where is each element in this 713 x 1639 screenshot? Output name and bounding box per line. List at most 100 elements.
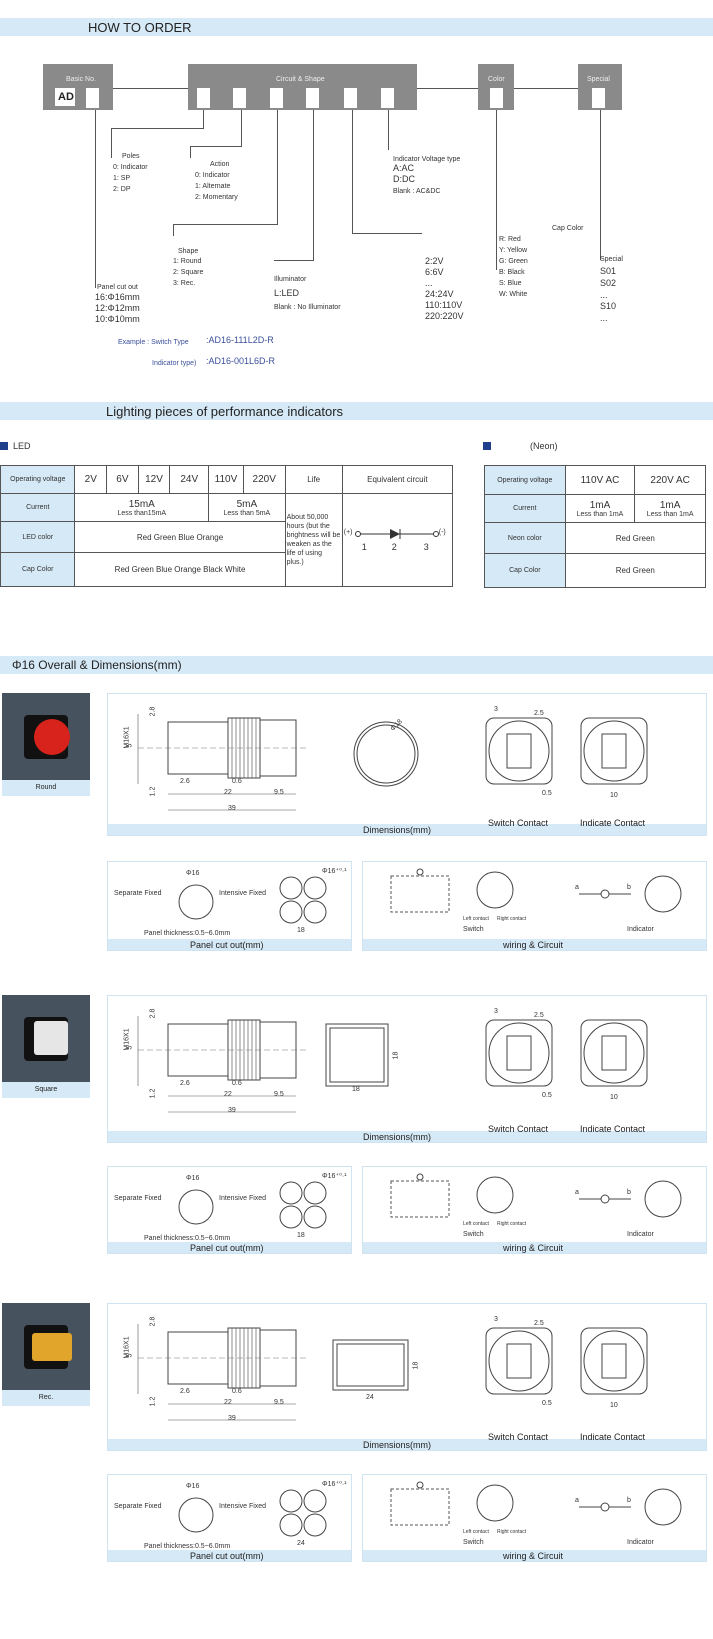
dimensions-caption: Dimensions(mm): [363, 1440, 432, 1450]
cap-color-item: B: Black: [499, 269, 525, 276]
leader-line: [111, 128, 203, 129]
indicator-lamp: [600, 889, 610, 899]
led-row-current-label: Current: [0, 493, 76, 522]
product-photo-label: Rec.: [2, 1390, 90, 1406]
special-item: ...: [600, 290, 608, 300]
dimension-label: 22: [224, 1399, 232, 1406]
wiring-drawing: [390, 1173, 682, 1218]
indicate-contact-terminals: [601, 1035, 627, 1071]
led-row-cap-color-label: Cap Color: [0, 552, 76, 587]
switch-contact-outline: [485, 1327, 553, 1395]
circuit-slot-3: [270, 88, 283, 108]
terminal-b-label: b: [627, 884, 631, 891]
dimension-label: 1.2: [149, 1088, 157, 1099]
dimension-drawing: [137, 1016, 648, 1113]
poles-item: 0: Indicator: [113, 164, 148, 171]
panel-cut-caption: Panel cut out(mm): [190, 1551, 264, 1561]
circuit-minus-label: (-): [438, 529, 446, 536]
dimension-label: 0.5: [542, 790, 552, 797]
leader-line: [600, 110, 601, 260]
dimension-label: 2.8: [149, 706, 157, 717]
indicate-contact-caption: Indicate Contact: [580, 818, 646, 828]
cap-color-title: Cap Color: [552, 225, 584, 232]
indicator-type-value: :AD16-001L6D-R: [206, 356, 276, 366]
panel-thickness-label: Panel thickness:0.5~6.0mm: [144, 930, 231, 937]
front-view-square: [325, 1023, 389, 1087]
intensive-cut-circle: [279, 1513, 303, 1537]
neon-current: 1mA Less than 1mA: [634, 494, 706, 523]
right-contact-label: Right contact: [497, 1221, 527, 1227]
product-illustration: [2, 995, 90, 1082]
intensive-fixed-label: Intensive Fixed: [219, 1503, 267, 1510]
dimension-label: 5: [126, 1045, 134, 1050]
intensive-fixed-label: Intensive Fixed: [219, 1195, 267, 1202]
circuit-slot-6: [381, 88, 394, 108]
circuit-slot-2: [233, 88, 246, 108]
neon-voltage-cell: 220V AC: [634, 465, 706, 495]
product-photo: [2, 995, 90, 1082]
separate-cut-circle: [178, 1497, 214, 1533]
switch-contact-view: [476, 871, 514, 909]
poles-title: Poles: [122, 153, 140, 160]
special-item: S01: [600, 266, 617, 276]
terminal-a-label: a: [575, 1497, 579, 1504]
poles-item: 1: SP: [113, 175, 131, 182]
indicator-voltage-item: D:DC: [393, 174, 415, 184]
dimensions-title: Φ16 Overall & Dimensions(mm): [12, 658, 182, 672]
intensive-cut-circle: [279, 900, 303, 924]
terminal-a-label: a: [575, 1189, 579, 1196]
indicate-contact-circle: [583, 720, 645, 782]
illuminator-title: Illuminator: [274, 276, 307, 283]
panel-cut-drawing: [178, 1181, 327, 1229]
switch-label: Switch: [463, 926, 484, 933]
led-row-voltage-label: Operating voltage: [0, 465, 76, 494]
intensive-cut-circle: [279, 876, 303, 900]
dimension-label: 9.5: [274, 789, 284, 796]
phi16-label: Φ16: [186, 1175, 200, 1182]
led-circuit-icon: [354, 529, 439, 539]
leader-line: [277, 110, 278, 225]
leader-line: [190, 146, 241, 147]
indicate-contact-outline: [580, 1327, 648, 1395]
leader-line: [241, 110, 242, 147]
intensive-cut-circle: [279, 1489, 303, 1513]
indicator-view: [644, 875, 682, 913]
example-label: Example : Switch Type: [118, 339, 189, 346]
neon-current-value: 1mA: [659, 499, 681, 511]
lighting-banner: [0, 402, 713, 420]
special-item: ...: [600, 313, 608, 323]
panel-thickness-label: Panel thickness:0.5~6.0mm: [144, 1543, 231, 1550]
dimension-label: 1.2: [149, 1396, 157, 1407]
panel-cut-title: Panel cut out: [97, 284, 138, 291]
indicator-voltage-title: Indicator Voltage type: [393, 156, 461, 163]
panel-cut-item: 10:Φ10mm: [95, 314, 140, 324]
shape-item: 1: Round: [173, 258, 202, 265]
dimension-label: 24: [366, 1394, 374, 1401]
wiring-drawing: [390, 1481, 682, 1526]
panel-cut-item: 12:Φ12mm: [95, 303, 140, 313]
neon-current: 1mA Less than 1mA: [564, 494, 636, 523]
dimension-label: 3: [494, 1008, 498, 1015]
intensive-cut-circle: [303, 1513, 327, 1537]
neon-current-value: 1mA: [589, 499, 611, 511]
product-photo-label: Round: [2, 780, 90, 796]
indicator-voltage-item: Blank : AC&DC: [393, 188, 441, 195]
cap-color-item: G: Green: [499, 258, 528, 265]
right-contact-label: Right contact: [497, 916, 527, 922]
dimension-label: 2.5: [534, 1320, 544, 1327]
how-to-order-title: HOW TO ORDER: [88, 20, 192, 35]
dimension-label: 5: [126, 1353, 134, 1358]
product-photo: [2, 693, 90, 780]
switch-contact-view: [476, 1176, 514, 1214]
led-voltage-cell: 12V: [137, 465, 171, 494]
phi16-label: Φ16: [186, 870, 200, 877]
led-voltage-cell: 2V: [74, 465, 108, 494]
wiring-caption: wiring & Circuit: [503, 1551, 564, 1561]
circuit-shape-box: [188, 64, 417, 110]
dimension-label: 10: [610, 1402, 618, 1409]
